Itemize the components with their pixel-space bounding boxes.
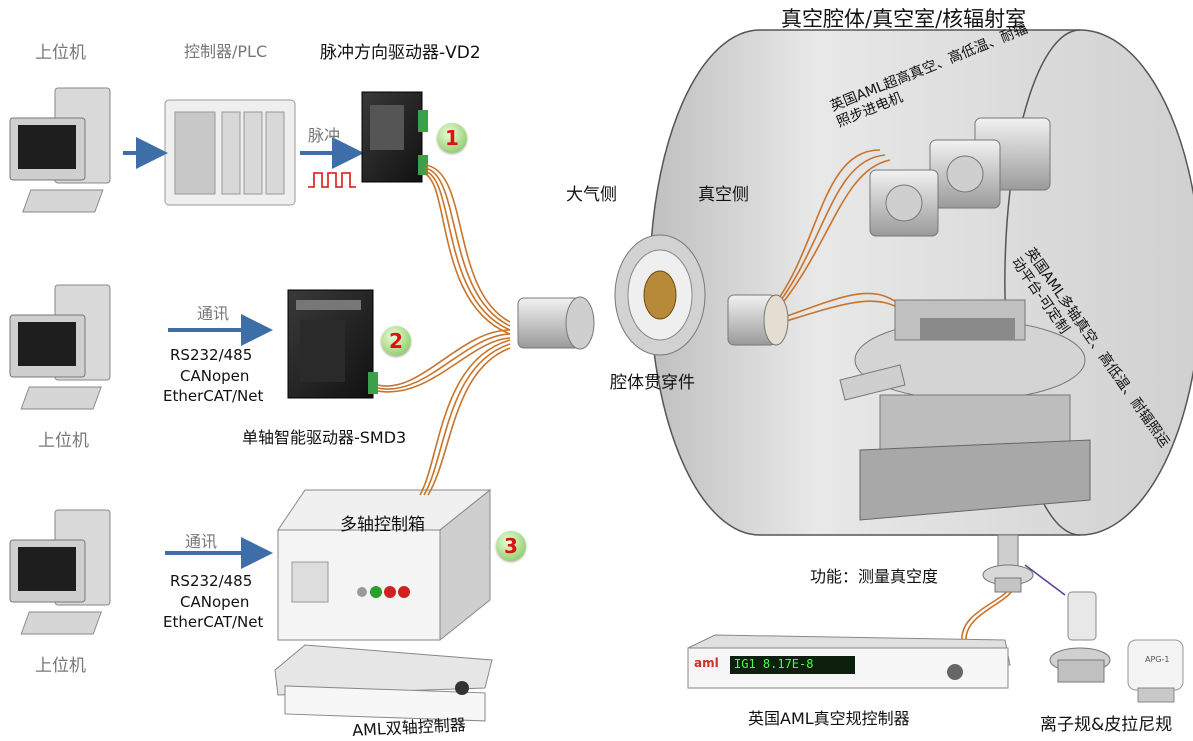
- host-pc-2-icon: [9, 284, 111, 410]
- proto-2-canopen: CANopen: [180, 367, 250, 385]
- feedthrough-flange-icon: [614, 234, 706, 356]
- vac-side-label: 真空侧: [698, 185, 749, 205]
- host-pc-3-label: 上位机: [35, 656, 86, 676]
- signal-cables: [377, 149, 1015, 641]
- smd3-label: 单轴智能驱动器-SMD3: [242, 428, 407, 447]
- gauge-controller-icon: [687, 634, 1011, 689]
- multi-axis-box-icon: [277, 488, 492, 642]
- blue-arrows: [123, 137, 364, 569]
- badge-1: 1: [437, 123, 467, 153]
- vacuum-stepper-motors-icon: [869, 117, 1051, 237]
- multi-axis-box-label: 多轴控制箱: [340, 515, 425, 535]
- badge-2: 2: [381, 326, 411, 356]
- gauge-brand: aml: [694, 656, 719, 670]
- plc-label: 控制器/PLC: [184, 42, 268, 61]
- ion-gauge-icon: [1049, 591, 1111, 683]
- vd2-label: 脉冲方向驱动器-VD2: [320, 43, 481, 63]
- pirani-gauge-icon: [1127, 639, 1184, 703]
- proto-3-canopen: CANopen: [180, 593, 250, 611]
- gauge-function-label: 功能：测量真空度: [810, 567, 939, 586]
- multi-axis-stage-icon: [839, 299, 1091, 521]
- vd2-driver-icon: [361, 91, 428, 183]
- host-pc-2-label: 上位机: [38, 431, 89, 451]
- vacuum-connector-icon: [727, 294, 789, 346]
- gauge-display: IG1 8.17E-8: [734, 657, 814, 671]
- plc-icon: [164, 99, 296, 206]
- proto-3-rs: RS232/485: [170, 572, 253, 590]
- host-pc-3-icon: [9, 509, 111, 635]
- pulse-waveform: [308, 172, 356, 188]
- host-pc-1-label: 上位机: [35, 43, 86, 63]
- gauges-label: 离子规&皮拉尼规: [1040, 715, 1173, 735]
- chamber-title: 真空腔体/真空室/核辐射室: [781, 7, 1027, 31]
- apg-label: APG-1: [1145, 655, 1170, 664]
- comm-label-3: 通讯: [185, 532, 218, 551]
- gauge-pointer-arrow: [1024, 564, 1066, 596]
- comm-label-2: 通讯: [197, 304, 230, 323]
- connector-plug-icon: [517, 296, 595, 350]
- badge-3: 3: [496, 531, 526, 561]
- proto-2-ethercat: EtherCAT/Net: [163, 387, 264, 405]
- proto-3-ethercat: EtherCAT/Net: [163, 613, 264, 631]
- aml-dual-controller-icon: [274, 644, 493, 722]
- proto-2-rs: RS232/485: [170, 346, 253, 364]
- mounted-gauge-icon: [982, 534, 1034, 593]
- atm-side-label: 大气侧: [566, 185, 617, 205]
- host-pc-1-icon: [9, 87, 111, 213]
- pulse-label: 脉冲: [308, 126, 341, 145]
- smd3-driver-icon: [287, 289, 378, 399]
- feedthrough-label: 腔体贯穿件: [610, 373, 695, 393]
- gauge-controller-label: 英国AML真空规控制器: [748, 709, 910, 728]
